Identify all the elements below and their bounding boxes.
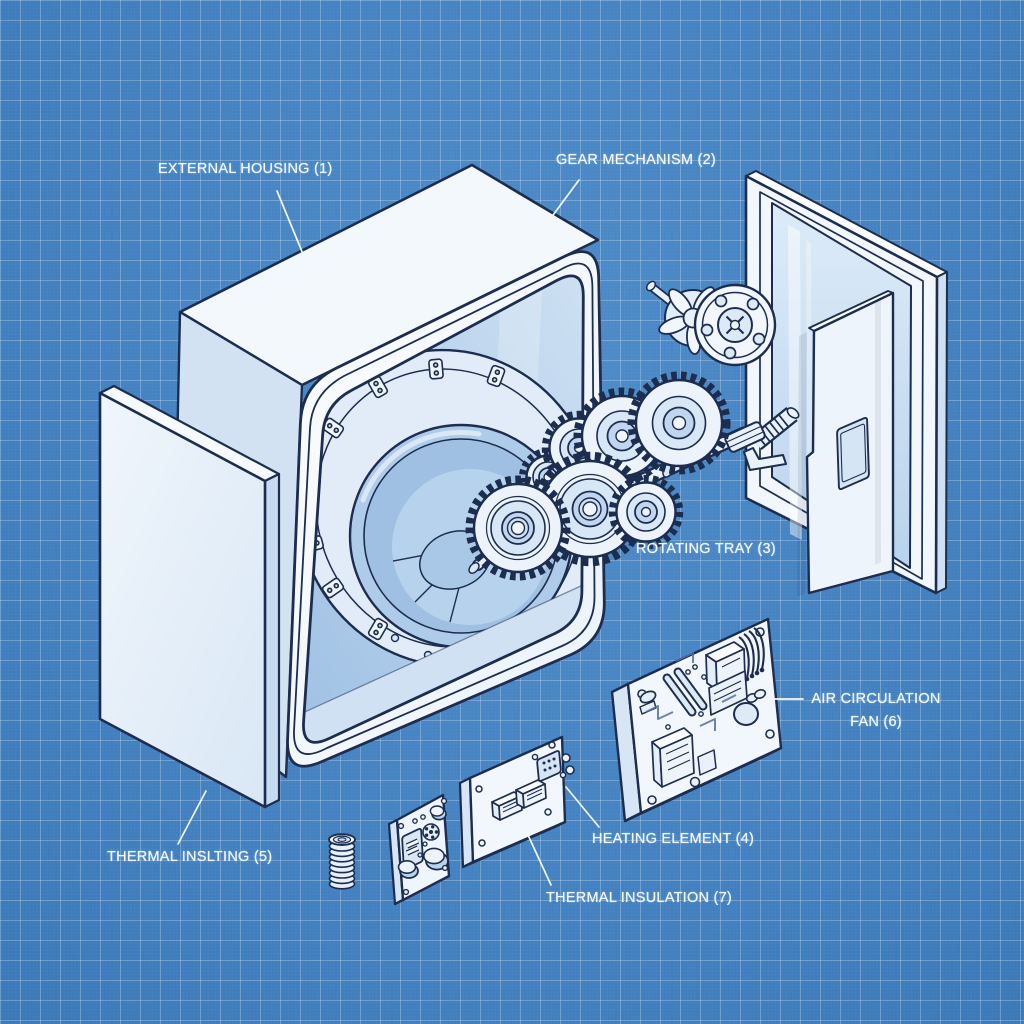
pcb-transformer (651, 727, 695, 788)
gear-upper-right (627, 371, 731, 475)
pcb-capacitor (733, 702, 759, 726)
circuit-board-drawing (610, 617, 783, 823)
housing-frame-line (293, 262, 596, 755)
control-module-drawing (387, 793, 451, 906)
heating-screw-holes (475, 741, 556, 847)
door-panel-drawing (805, 290, 895, 595)
pcb-pads (665, 664, 707, 730)
pcb-wires (738, 627, 765, 679)
gear-lower-right (608, 474, 684, 550)
label-thermal-insulation: THERMAL INSULATION (7) (546, 890, 732, 906)
panel-side-edge (263, 472, 281, 809)
housing-front-face (286, 250, 606, 768)
label-gear-mechanism: GEAR MECHANISM (2) (556, 152, 716, 168)
panel-front-face (98, 391, 267, 809)
flange-disc (693, 283, 777, 367)
leader-external-housing (276, 190, 304, 255)
heating-terminal-connector (531, 750, 567, 782)
shaft-collar (724, 421, 766, 453)
control-knob-top (429, 805, 447, 821)
door-handle-recess (836, 417, 870, 490)
pcb-headers (662, 667, 708, 717)
label-rotating-tray: ROTATING TRAY (3) (636, 541, 776, 557)
shaft-bracket (743, 447, 787, 471)
leader-heating-element (565, 786, 600, 828)
pcb-wire-pads (744, 667, 765, 682)
pcb-traces (645, 652, 737, 731)
label-heating-element: HEATING ELEMENT (4) (592, 831, 755, 847)
leader-thermal-inslting (177, 790, 207, 845)
label-air-circulation-fan: AIR CIRCULATION FAN (6) (811, 691, 941, 731)
gear-lower-left-large (465, 475, 571, 581)
heating-connector-2 (515, 779, 547, 809)
leader-thermal-insulation (521, 821, 552, 886)
insulation-panel-drawing (98, 384, 281, 809)
label-thermal-inslting: THERMAL INSLTING (5) (107, 849, 273, 865)
label-external-housing: EXTERNAL HOUSING (1) (158, 161, 333, 177)
control-dial-cluster (422, 823, 440, 841)
leader-lines (177, 179, 804, 886)
leader-gear-mechanism (541, 179, 580, 231)
heating-element-drawing (458, 735, 575, 869)
gear-train-drawing (465, 371, 800, 581)
control-knob-large (422, 847, 449, 871)
control-screws (397, 797, 449, 896)
spring-coil-drawing (328, 833, 356, 890)
control-knob-small (397, 859, 419, 879)
motor-coupling-drawing (645, 280, 777, 367)
